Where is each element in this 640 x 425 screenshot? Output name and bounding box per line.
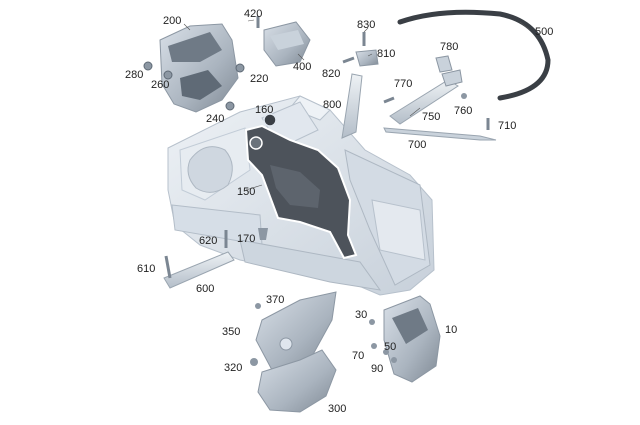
leader-lines [183,19,531,191]
bolt-30 [369,319,375,325]
rod-700 [383,127,497,141]
brace-750 [389,79,459,125]
bolt-220 [235,63,245,73]
label-300: 300 [328,403,346,415]
label-350: 350 [222,326,240,338]
label-750: 750 [422,111,440,123]
part-160-plug [263,113,277,127]
clip-170 [258,228,268,240]
bolt-370 [255,303,261,309]
bracket-810 [355,49,379,67]
bracket-770 [441,69,463,87]
strut-800 [341,73,363,139]
seal-500 [397,9,551,101]
bracket-780 [435,55,453,73]
label-780: 780 [440,41,458,53]
label-320: 320 [224,362,242,374]
bolt-760 [461,93,467,99]
panel-300 [257,349,337,413]
part-number-labels: 200 420 400 830 810 820 800 780 500 770 … [125,8,553,415]
label-610: 610 [137,263,155,275]
bolt-240 [225,101,235,111]
fasteners-200-group [143,61,245,111]
parts-800-series [341,32,379,139]
bolt-320 [250,358,258,366]
label-700: 700 [408,139,426,151]
label-30: 30 [355,309,367,321]
bolt-610 [164,255,172,279]
panel-350 [255,291,337,371]
label-710: 710 [498,120,516,132]
label-620: 620 [199,235,217,247]
bolt-50 [383,349,389,355]
label-240: 240 [206,113,224,125]
parts-10-series [369,295,441,383]
part-400-bracket [256,16,311,67]
label-760: 760 [454,105,472,117]
label-70: 70 [352,350,364,362]
bolt-820 [342,56,355,64]
label-600: 600 [196,283,214,295]
label-500: 500 [535,26,553,38]
label-400: 400 [293,61,311,73]
label-170: 170 [237,233,255,245]
label-800: 800 [323,99,341,111]
label-280: 280 [125,69,143,81]
bar-600 [163,251,235,289]
parts-300-series [250,291,337,413]
label-200: 200 [163,15,181,27]
label-370: 370 [266,294,284,306]
part-200-mount-bracket [159,23,239,113]
label-830: 830 [357,19,375,31]
label-150: 150 [237,186,255,198]
bolt-280 [143,61,153,71]
parts-600-series [163,228,268,289]
parts-700-series [383,55,497,141]
label-260: 260 [151,79,169,91]
bolt-90 [391,357,397,363]
label-50: 50 [384,341,396,353]
label-90: 90 [371,363,383,375]
label-820: 820 [322,68,340,80]
label-10: 10 [445,324,457,336]
bolt-70 [371,343,377,349]
label-160: 160 [255,104,273,116]
label-810: 810 [377,48,395,60]
label-220: 220 [250,73,268,85]
label-420: 420 [244,8,262,20]
highlighted-part-150 [244,113,358,260]
bolt-260 [163,70,173,80]
label-770: 770 [394,78,412,90]
